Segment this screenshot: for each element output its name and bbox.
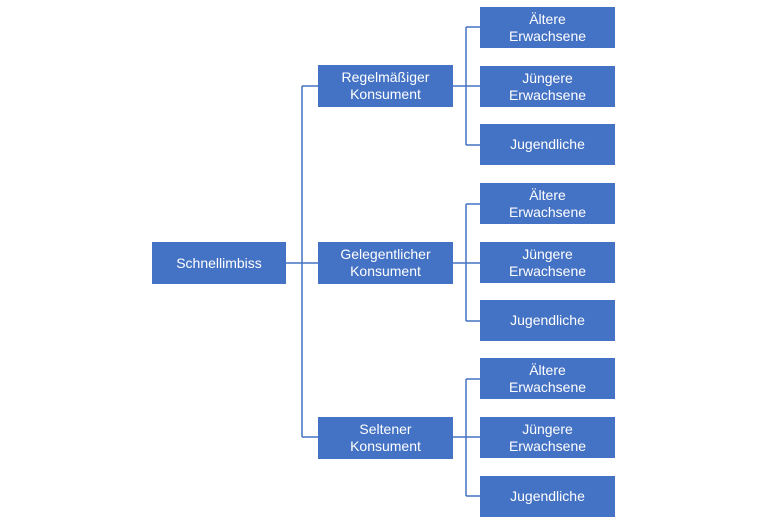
branch-node-rare: Seltener Konsument [318,417,453,459]
root-node: Schnellimbiss [152,242,286,284]
leaf-node: Jüngere Erwachsene [480,417,615,458]
leaf-label-line1: Jüngere [522,245,573,262]
leaf-label-line2: Erwachsene [508,378,587,395]
leaf-label-line2: Erwachsene [508,262,587,279]
leaf-node: Ältere Erwachsene [480,358,615,399]
leaf-label-line1: Jugendliche [510,488,585,504]
leaf-node: Jüngere Erwachsene [480,66,615,107]
leaf-node: Ältere Erwachsene [480,183,615,224]
leaf-label-line1: Ältere [529,361,566,378]
branch-node-occasional: Gelegentlicher Konsument [318,242,453,284]
leaf-label-line2: Erwachsene [508,437,587,454]
leaf-label-line1: Jüngere [522,69,573,86]
leaf-node: Jüngere Erwachsene [480,242,615,283]
branch-label-line2: Konsument [350,86,421,102]
leaf-node: Jugendliche [480,476,615,517]
branch-node-regular: Regelmäßiger Konsument [318,65,453,107]
leaf-node: Jugendliche [480,124,615,165]
branch-label-line1: Seltener [359,421,412,437]
leaf-node: Jugendliche [480,300,615,341]
leaf-label-line1: Ältere [529,186,566,203]
branch-label-line1: Regelmäßiger [341,69,430,85]
leaf-label-line2: Erwachsene [508,27,587,44]
branch-label-line2: Konsument [350,263,421,279]
leaf-node: Ältere Erwachsene [480,7,615,48]
leaf-label-line2: Erwachsene [508,86,587,103]
leaf-label-line1: Jugendliche [510,136,585,152]
branch-label-line1: Gelegentlicher [340,246,431,262]
root-label: Schnellimbiss [176,254,262,271]
leaf-label-line1: Jüngere [522,420,573,437]
leaf-label-line2: Erwachsene [508,203,587,220]
leaf-label-line1: Jugendliche [510,312,585,328]
branch-label-line2: Konsument [350,438,421,454]
leaf-label-line1: Ältere [529,10,566,27]
